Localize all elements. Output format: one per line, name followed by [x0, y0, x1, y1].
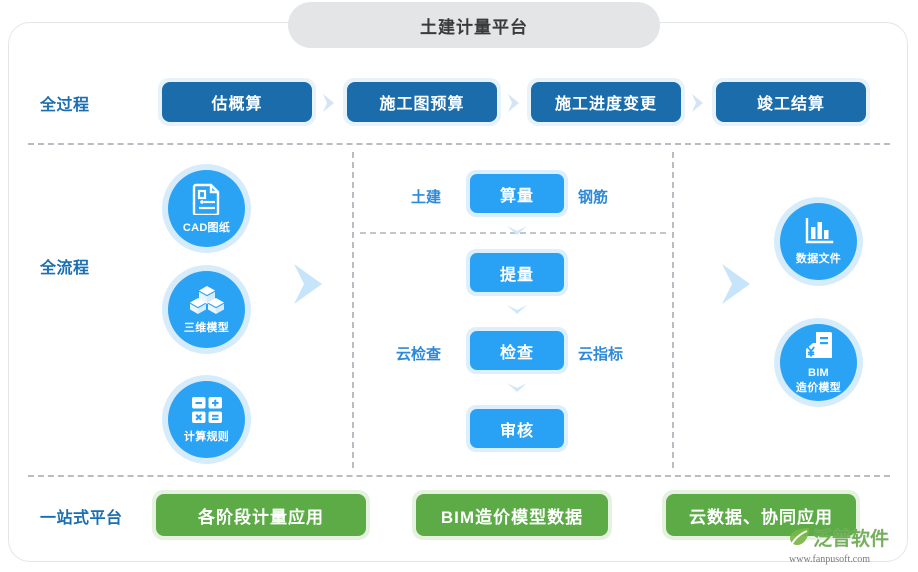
stage-label: 竣工结算	[716, 82, 866, 122]
chevron-down-icon	[505, 303, 529, 317]
output-circle-data-file[interactable]: 数据文件	[774, 197, 863, 286]
stage-button-shigongtuyusuan[interactable]: 施工图预算	[343, 78, 501, 126]
output-circle-bim-cost-model[interactable]: BIM 造价模型	[774, 318, 863, 407]
stage-label: 施工图预算	[347, 82, 497, 122]
input-circle-label: 计算规则	[183, 431, 230, 443]
input-circle-calc-rule[interactable]: 计算规则	[162, 375, 251, 464]
middle-label-gangjin: 钢筋	[578, 189, 609, 206]
cost-building-icon	[804, 330, 834, 365]
page-title: 土建计量平台	[288, 2, 660, 48]
flow-label: 检查	[470, 331, 564, 370]
output-circle-label: BIM	[807, 367, 830, 379]
platform-button-bim-cost-data[interactable]: BIM造价模型数据	[412, 490, 612, 540]
divider-horizontal-bottom	[28, 475, 890, 477]
stage-button-gugaisuan[interactable]: 估概算	[158, 78, 316, 126]
chevron-right-large-icon	[288, 260, 328, 308]
output-circle-label-2: 造价模型	[795, 382, 842, 394]
middle-label-yunjiancha: 云检查	[396, 346, 442, 363]
platform-button-cloud-data[interactable]: 云数据、协同应用	[662, 490, 860, 540]
divider-vertical-right	[672, 152, 674, 468]
flow-label: 算量	[470, 174, 564, 213]
flow-button-tiliang[interactable]: 提量	[466, 249, 568, 296]
chevron-right-icon	[320, 92, 338, 114]
stage-label: 施工进度变更	[531, 82, 681, 122]
platform-label: BIM造价模型数据	[416, 494, 608, 536]
leaf-logo-icon	[788, 526, 810, 553]
middle-label-yunzhibiao: 云指标	[578, 346, 624, 363]
chevron-right-icon	[505, 92, 523, 114]
middle-label-tujian: 土建	[411, 189, 442, 206]
stage-label: 估概算	[162, 82, 312, 122]
cad-document-icon	[192, 183, 222, 220]
flow-button-jiancha[interactable]: 检查	[466, 327, 568, 374]
flow-label: 审核	[470, 409, 564, 448]
cubes-3d-icon	[189, 285, 224, 320]
chevron-right-icon	[689, 92, 707, 114]
stage-button-jungongjiesuan[interactable]: 竣工结算	[712, 78, 870, 126]
flow-button-suanliang[interactable]: 算量	[466, 170, 568, 217]
input-circle-label: CAD图纸	[182, 222, 231, 234]
row-label-platform: 一站式平台	[40, 510, 123, 527]
input-circle-3d-model[interactable]: 三维模型	[162, 265, 251, 354]
divider-vertical-left	[352, 152, 354, 468]
flow-button-shenhe[interactable]: 审核	[466, 405, 568, 452]
platform-label: 各阶段计量应用	[156, 494, 366, 536]
chevron-right-large-icon	[716, 260, 756, 308]
chevron-down-icon	[505, 381, 529, 395]
output-circle-label: 数据文件	[795, 253, 842, 265]
watermark-brand: 泛普软件	[813, 528, 890, 550]
watermark: 泛普软件 www.fanpusoft.com	[788, 526, 912, 570]
flow-label: 提量	[470, 253, 564, 292]
page-title-text: 土建计量平台	[420, 17, 528, 37]
row-label-process: 全过程	[40, 97, 90, 114]
calculator-icon	[191, 396, 223, 429]
chevron-down-icon	[505, 224, 529, 238]
watermark-url: www.fanpusoft.com	[789, 554, 871, 565]
row-label-flow: 全流程	[40, 260, 90, 277]
divider-middle-dashed	[360, 232, 666, 234]
input-circle-cad[interactable]: CAD图纸	[162, 164, 251, 253]
stage-button-shigongjindubiangeng[interactable]: 施工进度变更	[527, 78, 685, 126]
input-circle-label: 三维模型	[183, 322, 230, 334]
platform-label: 云数据、协同应用	[666, 494, 856, 536]
bar-chart-icon	[804, 217, 834, 251]
platform-button-jieduanjiliang[interactable]: 各阶段计量应用	[152, 490, 370, 540]
divider-horizontal-top	[28, 143, 890, 145]
